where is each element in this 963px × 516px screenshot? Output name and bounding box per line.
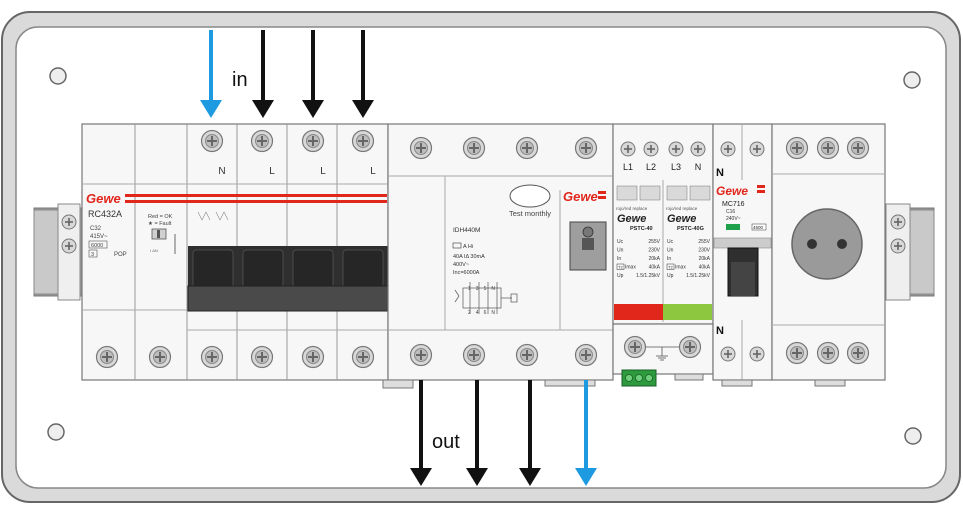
- spd-module: L1 L2 L3 N rojo/red replace rojo/red rep…: [612, 123, 714, 387]
- phase-in-arrow: [252, 100, 274, 118]
- mcb-capacity: 4500: [753, 225, 764, 230]
- output-arrows: [410, 380, 597, 486]
- spd1-replace: rojo/red replace: [616, 206, 648, 211]
- out-label: out: [432, 431, 460, 453]
- spd-spec-key: Un: [617, 248, 624, 254]
- spd1-status-window: [614, 304, 663, 320]
- spd-spec-key: Up: [617, 273, 624, 279]
- spd-spec-key: Imax: [675, 265, 686, 271]
- mcb-neutral-bottom: N: [716, 325, 724, 337]
- spd-spec-value: 1.5/1.25kV: [636, 273, 661, 279]
- spd-label-n: N: [695, 162, 702, 172]
- spd-label-l3: L3: [671, 162, 681, 172]
- spd-spec-key: Un: [667, 248, 674, 254]
- spd1-model: PSTC-40: [630, 226, 653, 232]
- spd-spec-value: 20kA: [649, 256, 661, 262]
- t2-badge-box: [666, 263, 675, 270]
- spd2-model: PSTC-40G: [677, 226, 704, 232]
- spd-spec-value: 1.5/1.25kV: [686, 273, 711, 279]
- rcd-module: Test monthly IDH440M A Hi 40A IΔ 30mA 40…: [382, 123, 614, 389]
- t2-badge: T2: [618, 265, 623, 270]
- phase-out-arrow: [519, 468, 541, 486]
- neutral-in-arrow: [200, 100, 222, 118]
- mcb-module: N N Gewe MC716 C16 240V~ 4500: [712, 123, 773, 387]
- spd-spec-key: Imax: [625, 265, 636, 271]
- spd-spec-key: Uc: [617, 239, 624, 245]
- rcd-wiring-schematic: [454, 282, 518, 314]
- spd-spec-value: 230V: [648, 248, 660, 254]
- spd-label-l2: L2: [646, 162, 656, 172]
- svg-text:I ΔN: I ΔN: [150, 248, 158, 253]
- rcbo-class: 3: [91, 252, 94, 258]
- spd-spec-value: 20kA: [699, 256, 711, 262]
- phase-out-arrow: [466, 468, 488, 486]
- mcb-model: MC716: [722, 201, 745, 208]
- spd-label-l1: L1: [623, 162, 633, 172]
- rcbo-capacity: 6000: [91, 243, 103, 249]
- rcd-spec-3: 400V~: [453, 262, 469, 268]
- rcd-model: IDH440M: [453, 227, 480, 234]
- spd2-replace: rojo/red replace: [666, 206, 698, 211]
- mount-hole: [903, 71, 921, 89]
- spd-spec-key: In: [667, 256, 671, 262]
- legend-fault: ★ = Fault: [148, 220, 172, 227]
- brand-logo: Gewe: [617, 213, 646, 225]
- rcbo-voltage: 415V~: [90, 234, 108, 240]
- mcb-voltage: 240V~: [726, 216, 741, 222]
- phase-in-arrow: [352, 100, 374, 118]
- t2-badge-box: [616, 263, 625, 270]
- input-arrows: [200, 30, 374, 118]
- rcd-spec-2: 40A IΔ 30mA: [453, 254, 485, 260]
- rcbo-handle[interactable]: [187, 285, 389, 312]
- spd-spec-value: 255V: [648, 239, 660, 245]
- terminal-label-l2: L: [320, 166, 326, 177]
- mcb-status-green: [726, 224, 740, 230]
- brand-logo: Gewe: [86, 191, 121, 206]
- mcb-rating: C16: [726, 209, 735, 215]
- spd-spec-key: Uc: [667, 239, 674, 245]
- mcb-neutral-top: N: [716, 167, 724, 179]
- in-label: in: [232, 69, 248, 91]
- spd-spec-key: Up: [667, 273, 674, 279]
- brand-logo: Gewe: [667, 213, 696, 225]
- mount-hole: [49, 67, 67, 85]
- brand-logo: Gewe: [716, 184, 748, 198]
- spd2-status-window: [663, 304, 712, 320]
- phase-out-arrow: [410, 468, 432, 486]
- socket-module: [771, 123, 886, 387]
- rcd-spec-4: Inc=6000A: [453, 270, 480, 276]
- spd-spec-value: 40kA: [699, 265, 711, 271]
- test-monthly-label: Test monthly: [509, 209, 551, 218]
- mount-hole: [904, 427, 922, 445]
- rcd-spec-1: A Hi: [463, 244, 473, 250]
- rcbo-pop: POP: [114, 252, 127, 258]
- spd-spec-value: 255V: [698, 239, 710, 245]
- neutral-out-arrow: [575, 468, 597, 486]
- phase-in-arrow: [302, 100, 324, 118]
- t2-badge: T2: [668, 265, 673, 270]
- rcbo-module: N L L L Gewe RC432A C32 415V~ 6000 3 POP…: [81, 123, 389, 381]
- rcbo-model: RC432A: [88, 209, 122, 219]
- test-monthly-button[interactable]: [509, 184, 551, 208]
- terminal-label-l3: L: [370, 166, 376, 177]
- power-socket[interactable]: [791, 208, 863, 280]
- rcbo-rating: C32: [90, 226, 102, 232]
- brand-logo: Gewe: [563, 189, 598, 204]
- terminal-label-n: N: [218, 166, 225, 177]
- spd-spec-value: 40kA: [649, 265, 661, 271]
- spd-spec-key: In: [617, 256, 621, 262]
- spd-spec-value: 230V: [698, 248, 710, 254]
- mount-hole: [47, 423, 65, 441]
- legend-ok: Red = OK: [148, 214, 173, 220]
- terminal-label-l1: L: [269, 166, 275, 177]
